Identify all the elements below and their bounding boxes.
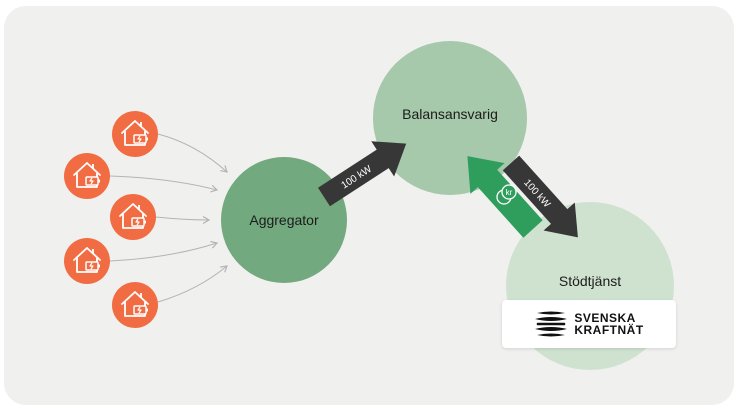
aggregator-label: Aggregator xyxy=(249,212,319,228)
house-node xyxy=(64,153,110,199)
house-node xyxy=(112,282,158,328)
balansansvarig-label: Balansansvarig xyxy=(402,106,498,122)
logo-line-2: KRAFTNÄT xyxy=(574,323,644,337)
connector-arrow xyxy=(109,243,217,262)
connector-arrow xyxy=(155,217,209,220)
house-node xyxy=(110,194,156,240)
svenska-kraftnat-emblem xyxy=(535,311,568,337)
connector-arrow xyxy=(157,266,227,303)
aggregator-node xyxy=(221,157,347,283)
logo-line-1: SVENSKA xyxy=(574,311,636,325)
connector-arrow xyxy=(157,133,227,172)
house-node xyxy=(64,238,110,284)
payment-icon: kr xyxy=(496,184,517,205)
svenska-kraftnat-logo: SVENSKA KRAFTNÄT xyxy=(502,300,676,348)
house-connectors xyxy=(109,133,227,303)
svg-text:kr: kr xyxy=(506,188,513,197)
stodtjanst-label: Stödtjänst xyxy=(559,273,621,289)
connector-arrow xyxy=(109,175,217,190)
house-node xyxy=(112,111,158,157)
balansansvarig-node xyxy=(373,41,527,195)
logo-wordmark: SVENSKA KRAFTNÄT xyxy=(574,312,643,336)
